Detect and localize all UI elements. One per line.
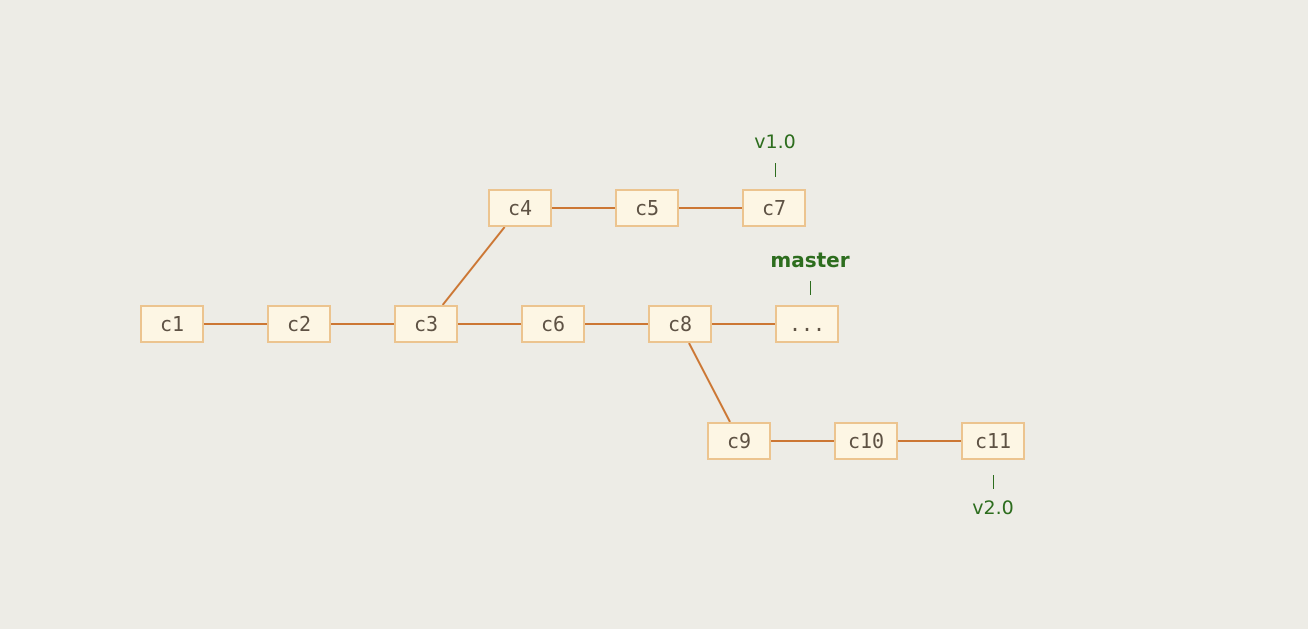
tag-label-v1: v1.0 (754, 131, 796, 153)
branch-label-master: master (770, 248, 850, 272)
commit-node-c10: c10 (834, 422, 898, 460)
tag-pointer-v1 (775, 163, 776, 177)
tag-label-v2: v2.0 (972, 497, 1014, 519)
commit-node-c7: c7 (742, 189, 806, 227)
commit-node-c6: c6 (521, 305, 585, 343)
commit-node-c3: c3 (394, 305, 458, 343)
tag-pointer-v2 (993, 475, 994, 489)
commit-node-c2: c2 (267, 305, 331, 343)
commit-node-c4: c4 (488, 189, 552, 227)
commit-node-c9: c9 (707, 422, 771, 460)
edge-c3-c4 (441, 226, 506, 306)
edge-c8-c9 (688, 342, 731, 423)
commit-node-c1: c1 (140, 305, 204, 343)
commit-node-c11: c11 (961, 422, 1025, 460)
branch-pointer-master (810, 281, 811, 295)
commit-node-ellipsis: ... (775, 305, 839, 343)
commit-node-c5: c5 (615, 189, 679, 227)
commit-node-c8: c8 (648, 305, 712, 343)
